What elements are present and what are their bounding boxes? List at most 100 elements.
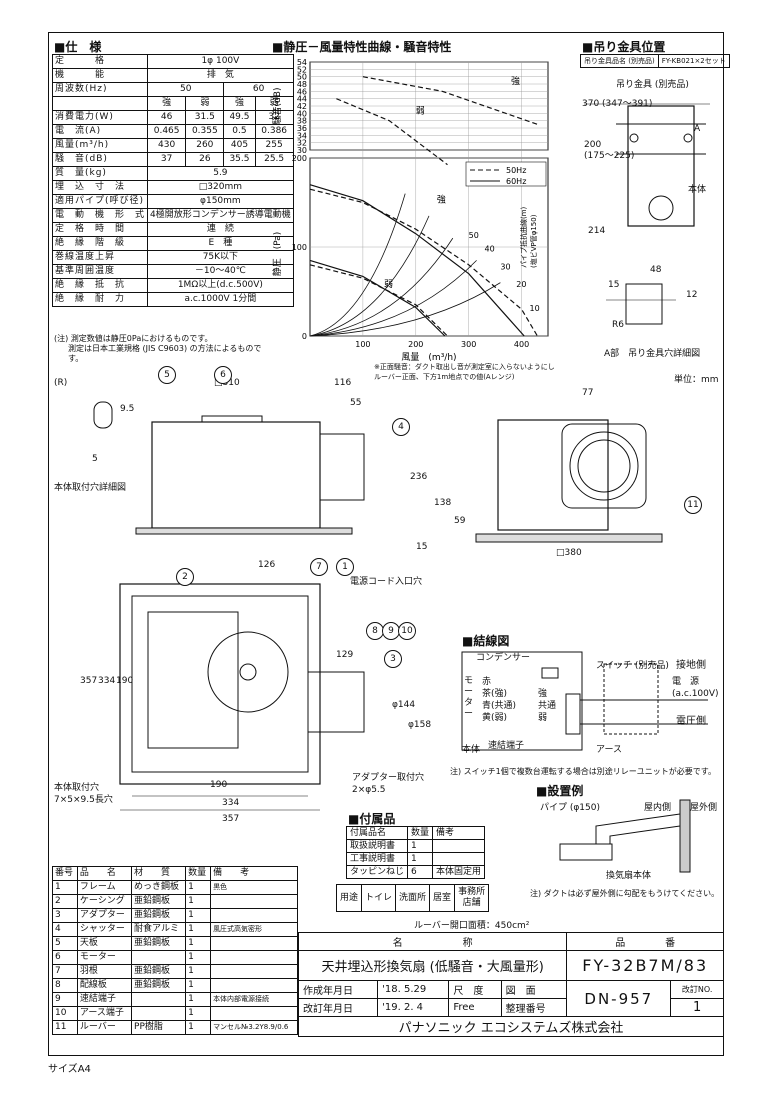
plan-dim-158: φ158 [408,720,432,730]
spec-value: 0.465 [147,124,187,139]
front-body [151,421,321,529]
side-dim-59: 59 [454,516,466,526]
parts-cell: 5 [52,936,78,951]
use-cell: 事務所 店舗 [454,884,490,912]
install-heading: ■設置例 [536,784,584,798]
spec-value: 430 [147,138,187,153]
hanger-dim-width: 370 (347～391) [582,99,653,109]
parts-cell: 1 [185,950,212,965]
install-wall [679,799,691,873]
hanger-body-label: 本体 [688,185,707,195]
parts-cell: 1 [185,978,212,993]
tb-name-header: 名 称 [297,932,568,951]
parts-cell: 8 [52,978,78,993]
spec-value: 50 [147,82,225,97]
pipe-resistance-curve [309,215,430,337]
hanger-a-detail [625,283,663,325]
pipe-length-label: 10 [529,304,539,313]
parts-cell: PP樹脂 [131,1020,187,1035]
parts-cell: アース端子 [76,1006,133,1021]
callout-balloon: 4 [392,418,410,436]
spec-value: 強 [147,96,187,111]
parts-cell: 10 [52,1006,78,1021]
parts-cell: 1 [185,1006,212,1021]
wiring-capacitor-label: コンデンサー [476,653,531,663]
spec-label: 機 能 [51,68,149,83]
accessories-cell: 6 [407,865,434,879]
spec-row: 強弱強弱 [51,96,294,111]
spec-label: 絶 縁 耐 力 [51,292,149,307]
plan-dim-334-v: 334 [98,676,116,686]
parts-cell: ルーバー [76,1020,133,1035]
parts-cell: アダプター [76,908,133,923]
plan-body [131,595,309,773]
noise-tick-label: 50 [297,73,307,82]
hole-dim-5: 5 [92,454,98,464]
pipe-length-label: 30 [500,262,510,271]
tb-created: '18. 5.29 [377,980,450,999]
side-dim-77: 77 [582,388,594,398]
top-dim-55: 55 [350,398,362,408]
noise-tick-label: 34 [297,131,307,140]
wiring-terminal-2: 共通 [538,701,557,711]
callout-balloon: 3 [384,650,402,668]
parts-cell [210,894,298,909]
tb-number-label: 整理番号 [500,998,568,1017]
x-tick-label: 200 [408,340,423,349]
plan-dim-357: 357 [222,814,240,824]
parts-cell: 1 [185,894,212,909]
install-drawing [559,799,691,873]
noise-series-line [362,76,538,125]
install-indoor-label: 屋内側 [644,803,672,813]
y-axis-label: 静圧 (Pa) [271,232,283,277]
install-body-label: 換気扇本体 [606,871,652,881]
parts-cell: ケーシング [76,894,133,909]
wiring-voltage-side: 電圧側 [676,716,706,727]
callout-balloon: 11 [684,496,702,514]
side-dim-15: 15 [416,542,428,552]
plan-dim-126: 126 [258,560,276,570]
plan-adapter [307,671,365,733]
spec-label: 定 格 [51,54,149,69]
parts-cell: 6 [52,950,78,965]
tb-number-header: 品 番 [566,932,724,951]
parts-cell [131,1006,187,1021]
parts-cell [210,978,298,993]
spec-value: 37 [147,152,187,167]
plan-fan-housing [147,611,239,749]
hanger-dim-height: 200 (175～225) [584,140,635,161]
spec-label: 風量(m³/h) [51,138,149,153]
install-note: 注) ダクトは必ず屋外側に勾配をもうけてください。 [530,889,720,898]
tb-drawing-no: DN-957 [566,980,672,1017]
side-dim-380: □380 [556,548,582,558]
parts-cell: 1 [185,992,212,1007]
parts-header: 材 質 [131,866,187,881]
tb-model: FY-32B7M/83 [566,950,724,981]
parts-header: 数量 [185,866,212,881]
plan-dim-190: 190 [210,780,228,790]
noise-tick-label: 40 [297,109,307,118]
parts-cell [210,1006,298,1021]
parts-cell [210,950,298,965]
pressure-mode-strong: 強 [437,194,446,206]
wiring-earth-label: アース [596,745,623,755]
hanger-duct-circle [648,195,674,221]
mount-hole-label: 本体取付穴 7×5×9.5長穴 [54,783,113,805]
noise-mode-weak: 弱 [416,105,425,116]
tb-drawing-label: 図 面 [500,980,568,999]
hanger-dim-48: 48 [650,265,662,275]
hanger-heading: ■吊り金具位置 [582,40,666,54]
spec-value: 49.5 [223,110,256,125]
parts-cell: 亜鉛鋼板 [131,964,187,979]
spec-row: 質 量(kg)5.9 [51,166,294,181]
